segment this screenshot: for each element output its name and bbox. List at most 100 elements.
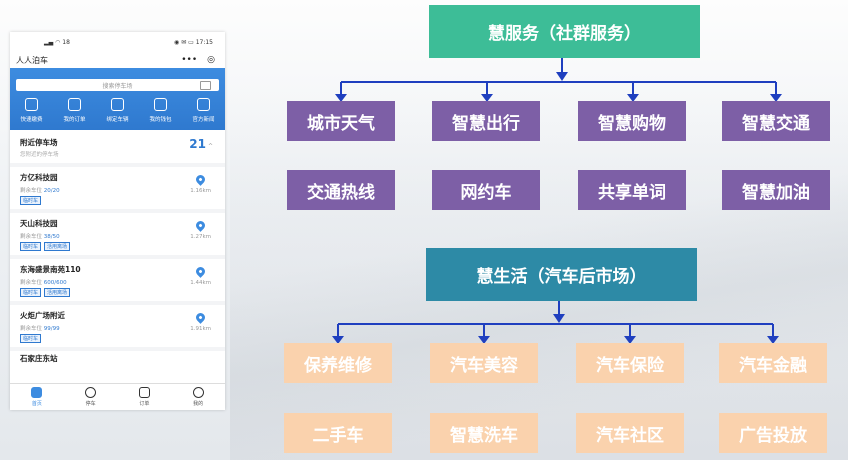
bottom-tab-bar: 首页 停车 订单 我的	[10, 383, 225, 410]
lot-name: 东海盛景南苑110	[20, 265, 81, 274]
node-car-finance: 汽车金融	[719, 343, 827, 383]
quick-action-wallet[interactable]: 我的钱包	[143, 98, 179, 123]
quick-action-label: 我的钱包	[149, 117, 172, 123]
scan-icon[interactable]	[200, 81, 211, 90]
lot-tag: 临时车	[20, 242, 42, 251]
news-icon	[197, 98, 210, 111]
arrowhead	[478, 336, 490, 344]
life-header: 慧生活（汽车后市场）	[426, 248, 697, 301]
lot-tag: 临时车	[20, 334, 42, 343]
quick-action-orders[interactable]: 我的订单	[57, 98, 93, 123]
lot-name: 天山科技园	[20, 219, 58, 228]
service-header: 慧服务（社群服务）	[429, 5, 700, 58]
orders-icon	[68, 98, 81, 111]
arrowhead	[770, 94, 782, 102]
lot-spaces: 剩余车位 99/99	[20, 326, 60, 332]
lot-spaces: 剩余车位 600/600	[20, 280, 67, 286]
quick-action-bind-car[interactable]: 绑定车辆	[100, 98, 136, 123]
node-ride-hailing: 网约车	[432, 170, 540, 210]
status-right: ◉ ✉ ▭ 17:15	[174, 38, 213, 46]
lot-tag: 活用离场	[44, 242, 71, 251]
chevron-up-icon: ^	[207, 143, 213, 150]
node-car-community: 汽车社区	[576, 413, 684, 453]
lot-location[interactable]: 1.44km	[190, 265, 211, 286]
node-traffic-hotline: 交通热线	[287, 170, 395, 210]
node-car-insurance: 汽车保险	[576, 343, 684, 383]
node-advertising: 广告投放	[719, 413, 827, 453]
parking-icon	[85, 387, 97, 398]
node-city-weather: 城市天气	[287, 101, 395, 141]
node-maintenance: 保养维修	[284, 343, 392, 383]
tab-orders[interactable]: 订单	[124, 387, 164, 407]
node-smart-wash: 智慧洗车	[430, 413, 538, 453]
arrowhead	[556, 72, 568, 81]
nearby-section[interactable]: 附近停车场 您附近的停车场 21^	[10, 130, 225, 167]
tab-label: 我的	[193, 401, 204, 407]
node-smart-travel: 智慧出行	[432, 101, 540, 141]
node-used-car: 二手车	[284, 413, 392, 453]
lot-tag: 临时车	[20, 288, 42, 297]
arrowhead	[553, 314, 565, 323]
arrowhead	[767, 336, 779, 344]
quick-action-label: 我的订单	[63, 117, 86, 123]
lot-tag: 活用离场	[44, 288, 71, 297]
tab-home[interactable]: 首页	[17, 387, 57, 407]
user-icon	[192, 387, 204, 398]
tab-label: 停车	[85, 401, 96, 407]
arrowhead	[481, 94, 493, 102]
quick-action-pay[interactable]: 快速缴费	[14, 98, 50, 123]
close-target-icon[interactable]: ◎	[207, 55, 215, 65]
lot-distance: 1.27km	[190, 234, 211, 240]
arrowhead	[624, 336, 636, 344]
arrowhead	[332, 336, 344, 344]
arrowhead	[335, 94, 347, 102]
quick-action-news[interactable]: 官方新闻	[186, 98, 222, 123]
quick-actions: 快速缴费 我的订单 绑定车辆 我的钱包 官方新闻	[10, 98, 225, 123]
app-title-bar: 人人泊车 ••• ◎	[10, 52, 225, 68]
node-shared-words: 共享单词	[578, 170, 686, 210]
nearby-count-value: 21	[189, 137, 206, 151]
lot-name: 方亿科技园	[20, 173, 58, 182]
lot-spaces: 剩余车位 20/20	[20, 188, 60, 194]
tab-label: 订单	[139, 401, 150, 407]
search-input[interactable]: 搜索停车场	[16, 79, 219, 91]
node-smart-shopping: 智慧购物	[578, 101, 686, 141]
quick-action-label: 官方新闻	[192, 117, 215, 123]
lot-location[interactable]: 1.27km	[190, 219, 211, 240]
node-smart-traffic: 智慧交通	[722, 101, 830, 141]
lot-distance: 1.91km	[190, 326, 211, 332]
node-smart-refuel: 智慧加油	[722, 170, 830, 210]
list-item[interactable]: 方亿科技园 剩余车位 20/20 临时车 1.16km	[10, 167, 225, 213]
list-item[interactable]: 天山科技园 剩余车位 38/50 临时车活用离场 1.27km	[10, 213, 225, 259]
lot-location[interactable]: 1.16km	[190, 173, 211, 194]
car-icon	[111, 98, 124, 111]
lot-location[interactable]: 1.91km	[190, 311, 211, 332]
status-left: ▂▄ ◠ 18	[44, 38, 70, 46]
nearby-count: 21^	[189, 137, 213, 151]
list-item-partial[interactable]: 石家庄东站	[20, 354, 58, 363]
home-icon	[31, 387, 43, 398]
lot-distance: 1.44km	[190, 280, 211, 286]
quick-action-label: 快速缴费	[20, 117, 43, 123]
lot-distance: 1.16km	[190, 188, 211, 194]
more-menu-icon[interactable]: •••	[181, 55, 198, 65]
app-title: 人人泊车	[16, 55, 48, 65]
search-placeholder: 搜索停车场	[102, 82, 133, 90]
arrowhead	[627, 94, 639, 102]
nearby-title: 附近停车场	[20, 138, 58, 147]
list-item[interactable]: 东海盛景南苑110 剩余车位 600/600 临时车活用离场 1.44km	[10, 259, 225, 305]
node-car-beauty: 汽车美容	[430, 343, 538, 383]
tab-parking[interactable]: 停车	[71, 387, 111, 407]
lot-tag: 临时车	[20, 196, 42, 205]
quick-action-label: 绑定车辆	[106, 117, 129, 123]
blue-header: 搜索停车场 快速缴费 我的订单 绑定车辆 我的钱包 官方新闻	[10, 68, 225, 130]
list-item[interactable]: 火炬广场附近 剩余车位 99/99 临时车 1.91km	[10, 305, 225, 351]
wallet-icon	[154, 98, 167, 111]
tab-profile[interactable]: 我的	[178, 387, 218, 407]
phone-screenshot: ▂▄ ◠ 18 ◉ ✉ ▭ 17:15 人人泊车 ••• ◎ 搜索停车场 快速缴…	[10, 32, 225, 410]
tab-label: 首页	[31, 401, 42, 407]
lot-spaces: 剩余车位 38/50	[20, 234, 60, 240]
lot-name: 火炬广场附近	[20, 311, 65, 320]
nearby-subtitle: 您附近的停车场	[20, 152, 59, 158]
